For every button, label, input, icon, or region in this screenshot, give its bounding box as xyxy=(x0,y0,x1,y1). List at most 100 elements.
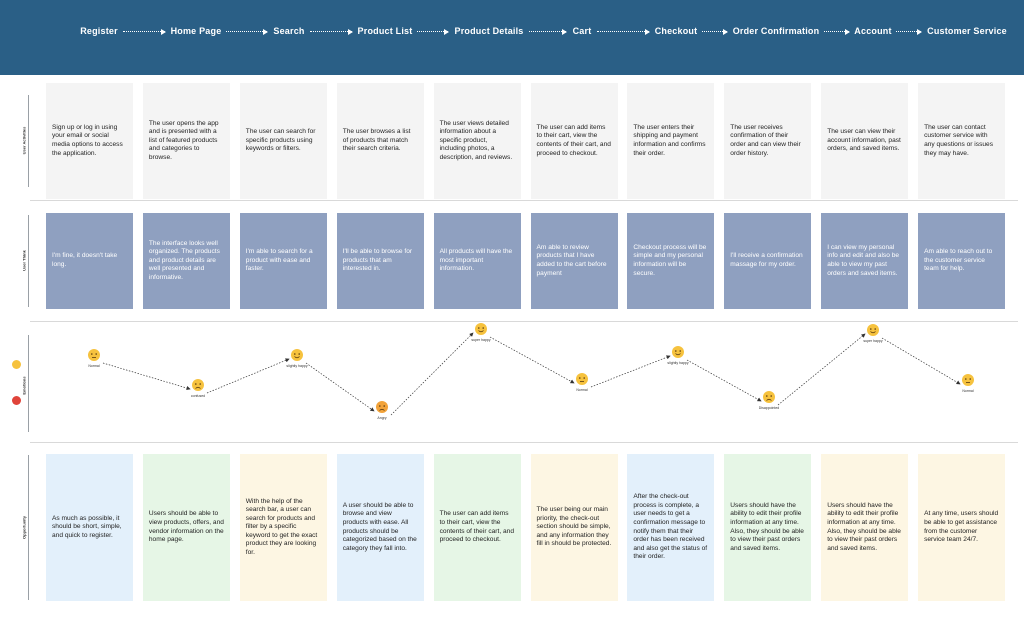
opp-text: A user should be able to browse and view… xyxy=(342,501,417,552)
opp-card: With the help of the search bar, a user … xyxy=(239,454,327,601)
stage-arrow xyxy=(896,28,922,35)
stage-register: Register xyxy=(80,26,118,36)
activity-text: The user can search for specific product… xyxy=(245,128,316,153)
emotion-connector xyxy=(305,362,375,412)
emotion-label: Disappointed xyxy=(758,406,780,410)
activity-text: The user can contact customer service wi… xyxy=(924,123,993,157)
activity-text: The user browses a list of products that… xyxy=(342,128,411,153)
stage-arrow xyxy=(702,28,728,35)
activity-text: The user receives confirmation of their … xyxy=(730,123,801,157)
thought-card: I can view my personal info and edit and… xyxy=(821,213,909,309)
smiling-face-icon xyxy=(12,360,21,369)
stage-arrow xyxy=(123,28,166,35)
thought-card: Checkout process will be simple and my p… xyxy=(627,213,715,309)
emotion-point-super xyxy=(867,324,879,336)
emotion-point-normal xyxy=(88,349,100,361)
confused-face-icon xyxy=(192,379,204,391)
stage-cart: Cart xyxy=(572,26,592,36)
emotion-connector xyxy=(881,337,961,385)
emotion-connector xyxy=(590,355,671,388)
row-label-opportunity: Opportunity xyxy=(21,516,27,539)
activity-card: The user views detailed information abou… xyxy=(433,83,521,199)
happy-face-icon xyxy=(291,349,303,361)
stage-checkout: Checkout xyxy=(654,26,698,36)
thought-text: I'll receive a confirmation massage for … xyxy=(730,252,803,268)
emotion-point-happy xyxy=(672,346,684,358)
stage-home-page: Home Page xyxy=(170,26,222,36)
activity-text: The user enters their shipping and payme… xyxy=(633,123,706,157)
thought-card: I'm fine, it doesn't take long. xyxy=(46,213,133,309)
emotion-point-happy xyxy=(291,349,303,361)
opp-card: The user being our main priority, the ch… xyxy=(530,454,618,601)
opp-text: At any time, users should be able to get… xyxy=(924,510,999,544)
thought-card: The interface looks well organized. The … xyxy=(142,213,230,309)
emotion-point-super xyxy=(475,323,487,335)
opp-card: A user should be able to browse and view… xyxy=(336,454,424,601)
stage-account: Account xyxy=(854,26,892,36)
emotion-point-normal xyxy=(962,374,974,386)
emotion-label: Angry xyxy=(377,416,387,420)
divider xyxy=(30,200,1018,201)
opp-card: Users should be able to view products, o… xyxy=(142,454,230,601)
activity-card: Sign up or log in using your email or so… xyxy=(46,83,133,199)
opp-card: The user can add items to their cart, vi… xyxy=(433,454,521,601)
emotion-point-disappointed xyxy=(763,391,775,403)
activity-card: The user receives confirmation of their … xyxy=(724,83,812,199)
thought-text: All products will have the most importan… xyxy=(439,248,513,273)
normal-face-icon xyxy=(576,373,588,385)
emotion-point-angry xyxy=(376,401,388,413)
stage-search: Search xyxy=(273,26,305,36)
emotion-connector xyxy=(390,332,474,416)
stage-arrow xyxy=(529,28,567,35)
activity-card: The user enters their shipping and payme… xyxy=(627,83,715,199)
emotion-label: Normal xyxy=(576,388,588,392)
emotion-point-confused xyxy=(192,379,204,391)
stage-arrow xyxy=(824,28,850,35)
activity-text: The user views detailed information abou… xyxy=(439,119,513,161)
stage-arrow xyxy=(310,28,353,35)
angry-face-icon xyxy=(376,401,388,413)
opp-text: Users should have the ability to edit th… xyxy=(730,501,804,552)
row-line-thinks xyxy=(28,215,29,307)
emotion-label: super happy xyxy=(863,339,883,343)
activity-card: The user opens the app and is presented … xyxy=(142,83,230,199)
thought-card: All products will have the most importan… xyxy=(433,213,521,309)
thought-text: I'm fine, it doesn't take long. xyxy=(52,252,118,268)
row-label-activities: User Activities xyxy=(21,126,27,155)
normal-face-icon xyxy=(962,374,974,386)
thought-text: Am able to review products that I have a… xyxy=(536,243,607,277)
opp-text: The user being our main priority, the ch… xyxy=(536,506,612,548)
emotion-label: super happy xyxy=(471,338,491,342)
opp-card: Users should have the ability to edit th… xyxy=(821,454,909,601)
opp-card: After the check-out process is complete,… xyxy=(627,454,715,601)
opp-text: With the help of the search bar, a user … xyxy=(245,497,318,556)
thought-text: Am able to reach out to the customer ser… xyxy=(924,248,993,273)
stage-arrow xyxy=(417,28,449,35)
thought-card: I'll be able to browse for products that… xyxy=(336,213,424,309)
activity-card: The user can add items to their cart, vi… xyxy=(530,83,618,199)
row-line-emotions xyxy=(28,335,29,432)
opp-card: At any time, users should be able to get… xyxy=(918,454,1006,601)
emotion-label: Normal xyxy=(962,389,974,393)
emotion-connector xyxy=(686,359,762,402)
emotion-connector xyxy=(777,333,866,406)
activity-text: The user can add items to their cart, vi… xyxy=(536,123,611,157)
activity-text: Sign up or log in using your email or so… xyxy=(52,123,123,157)
thought-text: The interface looks well organized. The … xyxy=(148,239,220,281)
emotion-label: confused xyxy=(190,394,206,398)
normal-face-icon xyxy=(88,349,100,361)
opp-text: Users should have the ability to edit th… xyxy=(827,501,901,552)
row-label-thinks: User Think xyxy=(21,250,27,271)
super-face-icon xyxy=(867,324,879,336)
opp-card: Users should have the ability to edit th… xyxy=(724,454,812,601)
opp-card: As much as possible, it should be short,… xyxy=(46,454,133,601)
opp-text: As much as possible, it should be short,… xyxy=(52,514,122,539)
activity-card: The user can contact customer service wi… xyxy=(918,83,1006,199)
divider xyxy=(30,321,1018,322)
stage-arrow xyxy=(597,28,650,35)
opp-text: The user can add items to their cart, vi… xyxy=(439,510,514,544)
activity-card: The user can search for specific product… xyxy=(239,83,327,199)
emotion-label: slightly happy xyxy=(667,361,689,365)
thought-card: I'll receive a confirmation massage for … xyxy=(724,213,812,309)
